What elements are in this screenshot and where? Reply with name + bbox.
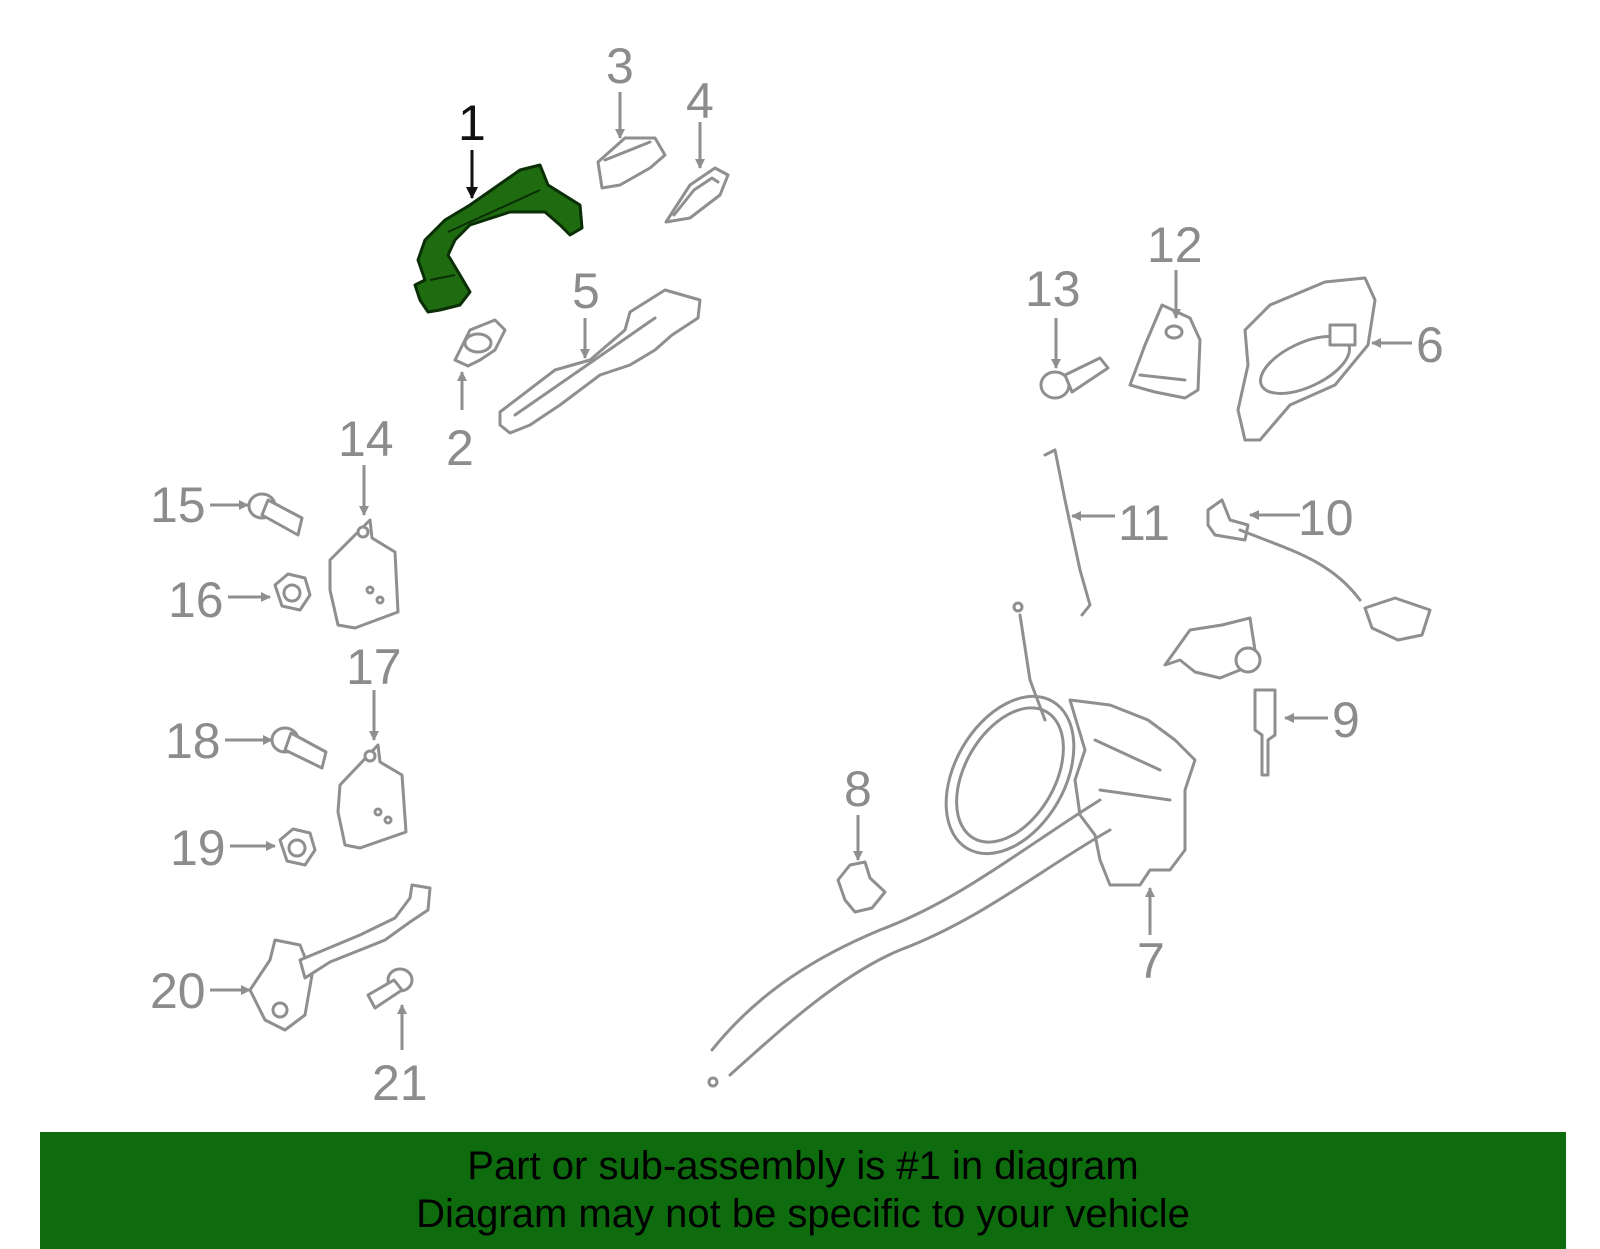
callout-4[interactable]: 4 <box>686 73 714 129</box>
info-banner: Part or sub-assembly is #1 in diagram Di… <box>40 1132 1566 1249</box>
part-11-rod[interactable] <box>1043 448 1092 617</box>
part-20-door-check[interactable] <box>248 883 432 1032</box>
part-12-bracket[interactable] <box>1128 303 1202 400</box>
parts-diagram: 1 2 3 4 5 6 7 <box>150 38 1444 1111</box>
latch-cables <box>707 601 1112 1088</box>
callout-15[interactable]: 15 <box>150 477 206 533</box>
callout-6[interactable]: 6 <box>1416 317 1444 373</box>
callout-12[interactable]: 12 <box>1147 217 1203 273</box>
part-2-gasket[interactable] <box>453 318 507 368</box>
callout-1[interactable]: 1 <box>458 95 486 151</box>
callout-16[interactable]: 16 <box>168 572 224 628</box>
part-18-bolt[interactable] <box>270 726 328 770</box>
callout-2[interactable]: 2 <box>446 420 474 476</box>
part-9-lock-cylinder[interactable] <box>1163 616 1277 777</box>
callout-18[interactable]: 18 <box>165 713 221 769</box>
part-16-nut[interactable] <box>273 572 312 612</box>
part-7-latch[interactable] <box>1068 698 1197 887</box>
part-13-screw[interactable] <box>1039 356 1110 400</box>
callout-7[interactable]: 7 <box>1137 933 1165 989</box>
callout-3[interactable]: 3 <box>606 38 634 94</box>
part-17-hinge[interactable] <box>336 743 408 850</box>
part-5-handle-bracket[interactable] <box>498 288 702 435</box>
part-14-hinge[interactable] <box>328 518 400 630</box>
callout-17[interactable]: 17 <box>346 639 402 695</box>
banner-line-1: Part or sub-assembly is #1 in diagram <box>467 1144 1139 1188</box>
callout-19[interactable]: 19 <box>170 820 226 876</box>
callout-5[interactable]: 5 <box>572 263 600 319</box>
callout-14[interactable]: 14 <box>338 411 394 467</box>
callout-10[interactable]: 10 <box>1298 490 1354 546</box>
part-6-inside-handle[interactable] <box>1236 276 1377 442</box>
callout-20[interactable]: 20 <box>150 963 206 1019</box>
callout-9[interactable]: 9 <box>1332 692 1360 748</box>
part-8-clip[interactable] <box>836 860 887 914</box>
part-3-cap[interactable] <box>596 136 667 190</box>
part-4-gasket[interactable] <box>664 166 730 224</box>
part-15-bolt[interactable] <box>247 492 304 537</box>
banner-line-2: Diagram may not be specific to your vehi… <box>416 1192 1190 1236</box>
part-1-outside-handle[interactable] <box>413 163 584 314</box>
callout-8[interactable]: 8 <box>844 761 872 817</box>
callout-13[interactable]: 13 <box>1025 261 1081 317</box>
part-19-nut[interactable] <box>278 827 317 867</box>
callout-11[interactable]: 11 <box>1118 495 1170 551</box>
part-21-bolt[interactable] <box>366 967 414 1010</box>
callout-21[interactable]: 21 <box>372 1055 428 1111</box>
part-10-harness[interactable] <box>1206 498 1432 642</box>
